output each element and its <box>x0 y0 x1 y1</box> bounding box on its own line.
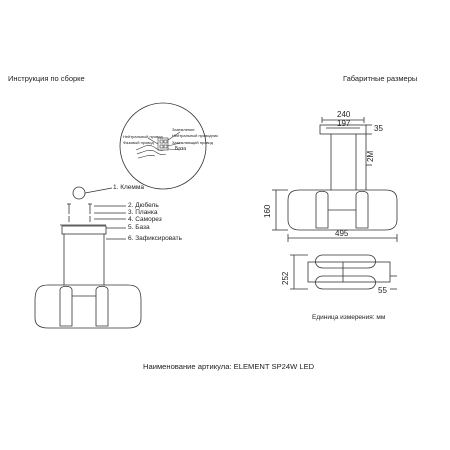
part-label-screw: 4. Саморез <box>128 216 162 223</box>
dim-cable-2m: 2M <box>366 150 375 162</box>
dim-55: 55 <box>378 286 387 295</box>
canopy-front <box>319 124 367 135</box>
part-label-base: 5. База <box>128 224 150 231</box>
dimensions-title: Габаритные размеры <box>343 74 418 83</box>
detail-label-base: База <box>175 146 187 152</box>
lamp-body-left <box>34 284 142 329</box>
detail-circle <box>119 102 207 190</box>
detail-label-ground-wire: Заземляющий провод <box>172 140 213 145</box>
terminal-icon <box>72 186 86 200</box>
dim-160: 160 <box>263 204 272 218</box>
top-view-upper <box>315 254 376 269</box>
article-name: Наименование артикула: ELEMENT SP24W LED <box>143 362 315 371</box>
wiring-detail-icon <box>135 131 181 159</box>
part-label-plate: 3. Планка <box>128 209 158 216</box>
dim-197: 197 <box>337 119 351 128</box>
part-label-fix: 6. Зафиксировать <box>128 235 182 242</box>
dim-252: 252 <box>281 271 290 285</box>
top-view-lower <box>315 275 376 290</box>
assembly-title: Инструкция по сборке <box>8 74 85 83</box>
detail-label-phase: Фазовый провод <box>123 140 154 145</box>
dim-495: 495 <box>335 229 349 238</box>
units-note: Единица измерения: мм <box>312 314 386 321</box>
base-canopy <box>61 225 107 235</box>
detail-label-neutral: Нейтральный провод <box>123 134 163 139</box>
dim-35: 35 <box>374 124 383 133</box>
part-label-terminal: 1. Клемма <box>113 184 144 191</box>
screw-icon <box>68 216 91 222</box>
lamp-body-front <box>287 189 398 231</box>
dowel-icon <box>67 203 92 214</box>
top-view-frame <box>307 261 391 283</box>
part-label-dowel: 2. Дюбель <box>128 202 159 209</box>
dim-240: 240 <box>337 110 351 119</box>
detail-label-neutral-conductor: Нейтральный проводник <box>172 133 218 138</box>
detail-label-ground: Заземление <box>172 127 195 132</box>
